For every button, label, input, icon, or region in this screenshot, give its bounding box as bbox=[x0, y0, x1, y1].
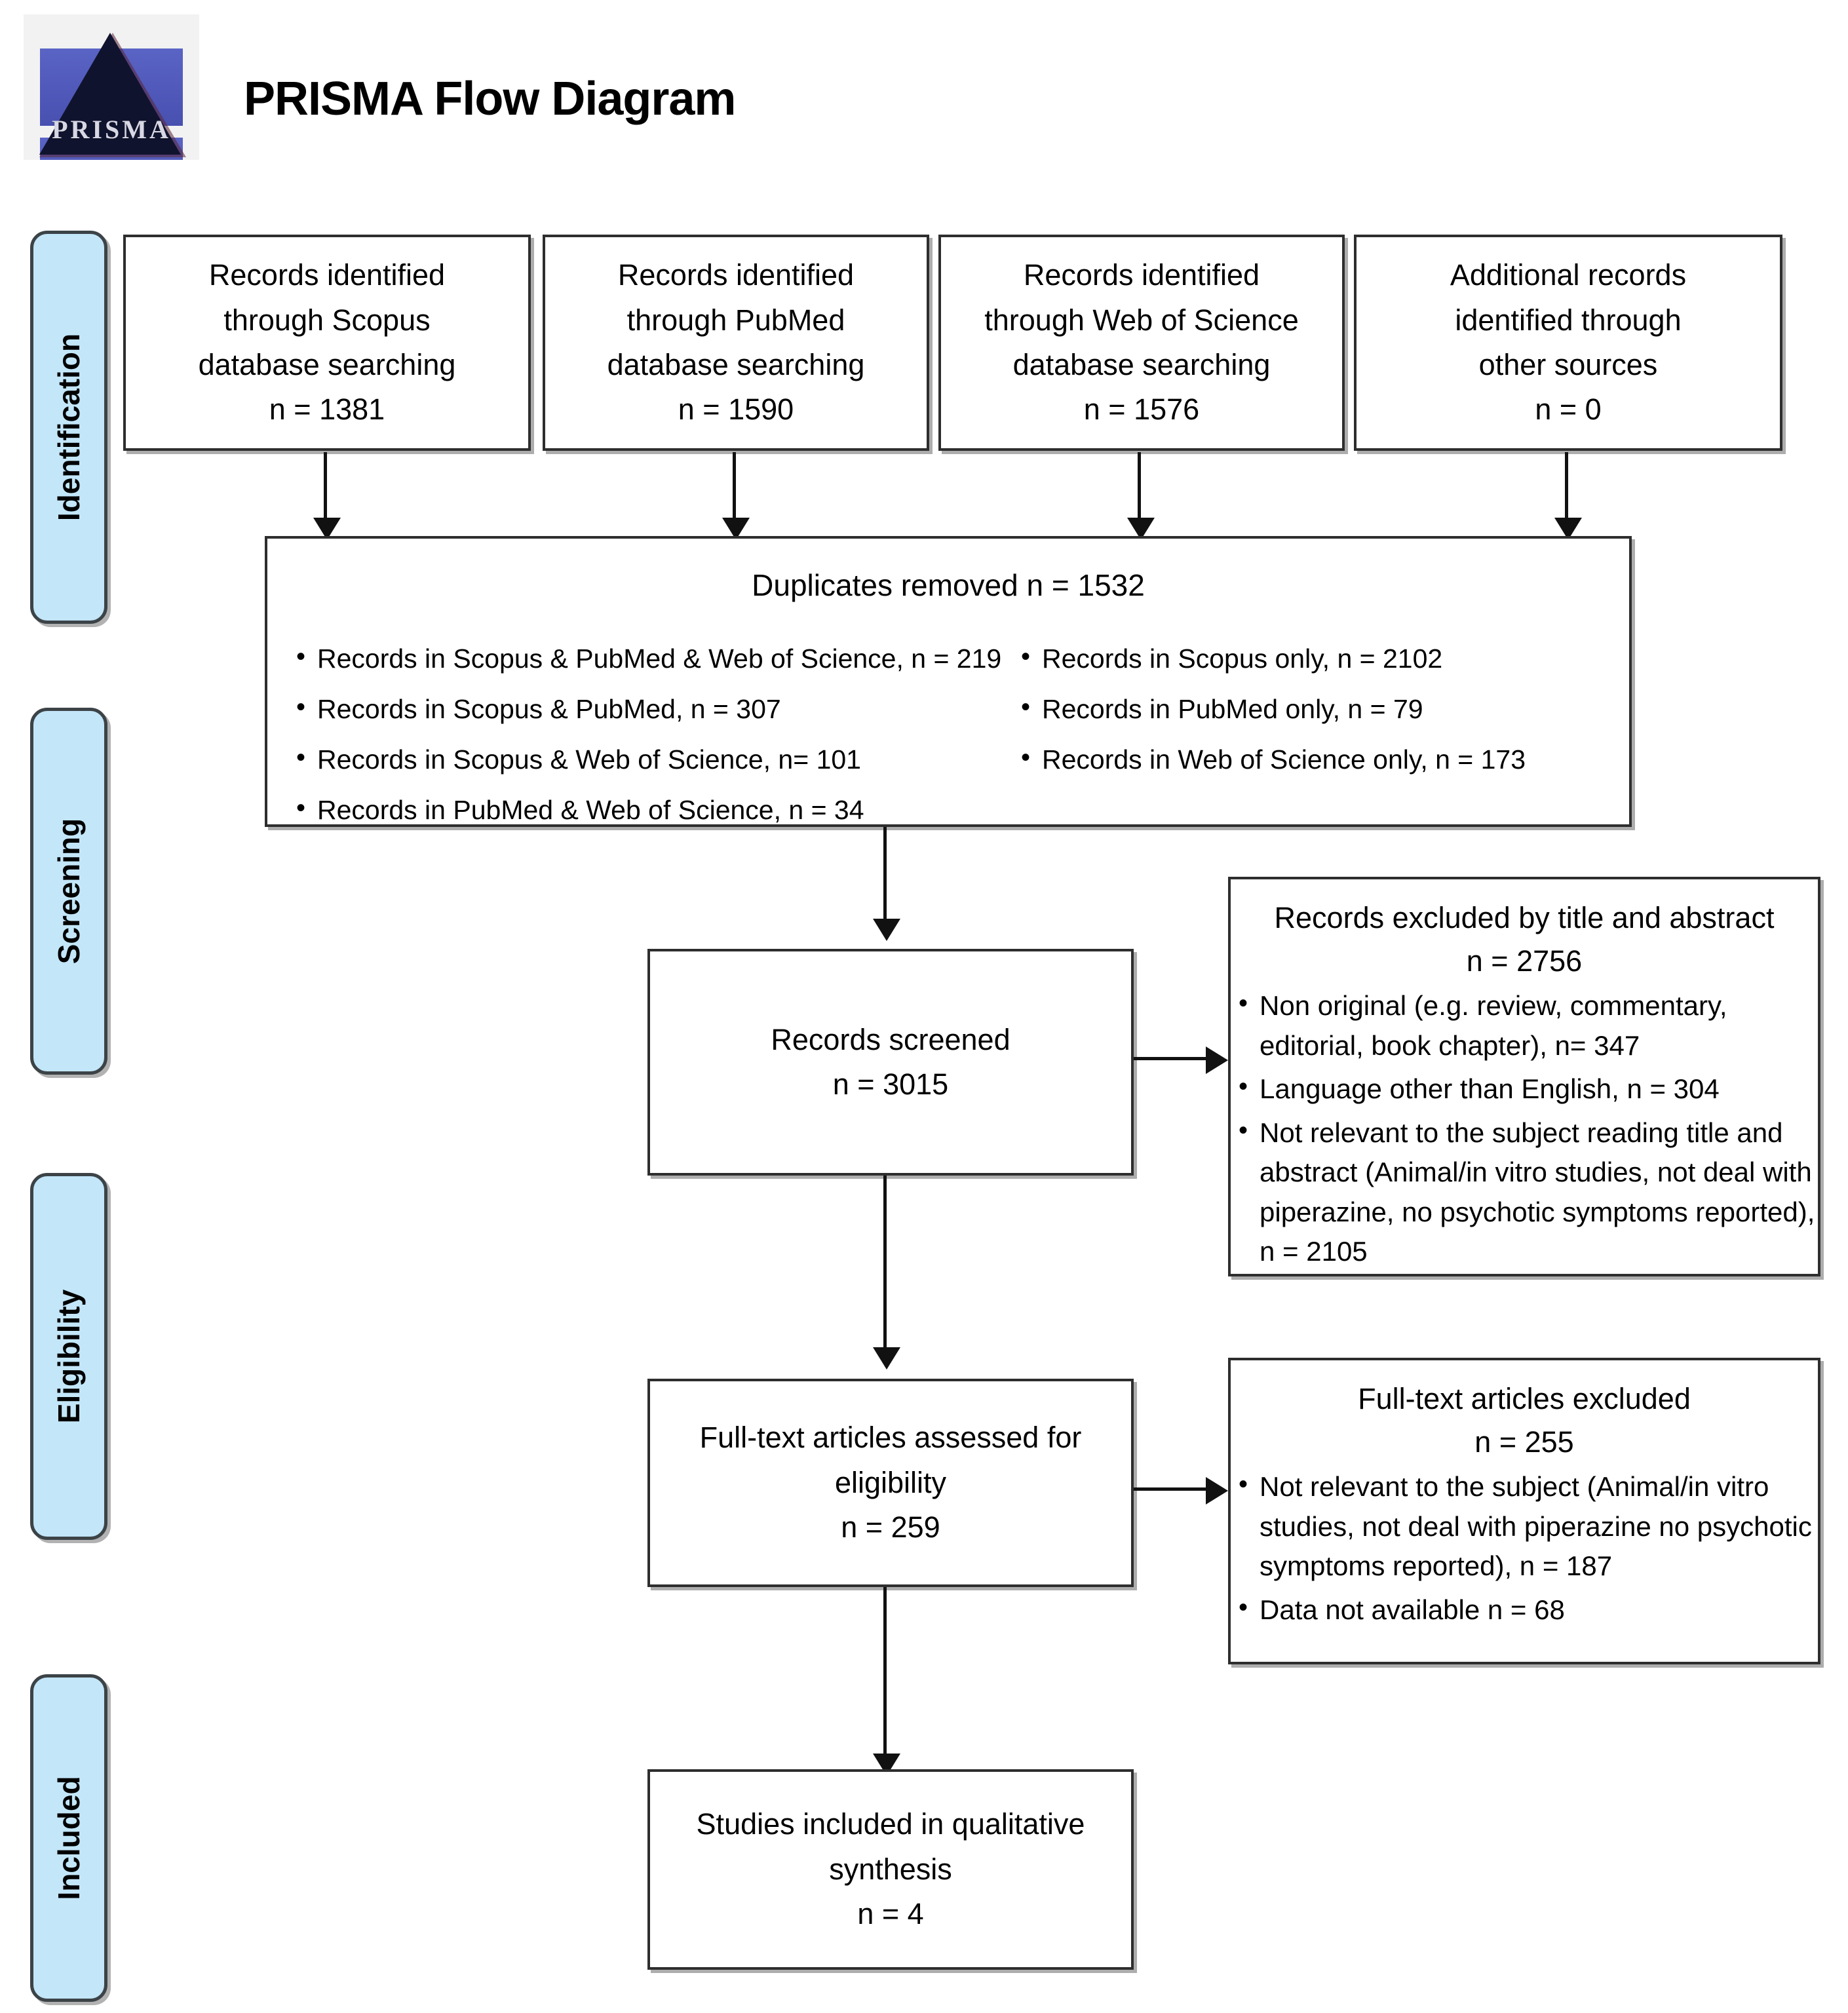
stage-label-screening: Screening bbox=[30, 708, 107, 1075]
scopus-count: n = 1381 bbox=[269, 393, 385, 427]
pubmed-line1: Records identified bbox=[617, 258, 855, 292]
list-item: Records in Scopus & PubMed & Web of Scie… bbox=[288, 638, 1009, 678]
excluded-ta-title: Records excluded by title and abstract bbox=[1274, 901, 1775, 934]
list-item: Language other than English, n = 304 bbox=[1231, 1068, 1818, 1109]
other-line3: other sources bbox=[1478, 348, 1658, 381]
arrowhead-screened-to-excluded bbox=[1206, 1046, 1228, 1074]
fulltext-excluded-count: n = 255 bbox=[1474, 1425, 1574, 1459]
list-item: Not relevant to the subject (Animal/in v… bbox=[1231, 1466, 1818, 1586]
stage-label-included-text: Included bbox=[52, 1776, 86, 1900]
duplicates-removed-box: Duplicates removed n = 1532 Records in S… bbox=[265, 536, 1632, 828]
arrowhead-fulltext-to-excluded bbox=[1206, 1477, 1228, 1505]
list-item: Records in PubMed only, n = 79 bbox=[1013, 689, 1590, 729]
list-item: Records in Web of Science only, n = 173 bbox=[1013, 739, 1590, 779]
pubmed-line2: through PubMed bbox=[626, 303, 845, 337]
excluded-ta-count: n = 2756 bbox=[1466, 944, 1583, 978]
studies-included-box: Studies included in qualitative synthesi… bbox=[647, 1769, 1134, 1970]
studies-included-line2: synthesis bbox=[829, 1852, 952, 1886]
excluded-ta-list: Non original (e.g. review, commentary, e… bbox=[1231, 985, 1818, 1272]
connector-wos-to-duplicates bbox=[1138, 452, 1141, 524]
fulltext-assessed-count: n = 259 bbox=[841, 1510, 940, 1544]
studies-included-count: n = 4 bbox=[857, 1897, 924, 1931]
fulltext-assessed-line2: eligibility bbox=[834, 1465, 947, 1499]
wos-line2: through Web of Science bbox=[984, 303, 1299, 337]
connector-pubmed-to-duplicates bbox=[733, 452, 736, 524]
identification-box-pubmed: Records identified through PubMed databa… bbox=[543, 235, 929, 451]
list-item: Data not available n = 68 bbox=[1231, 1589, 1818, 1630]
duplicates-right-list: Records in Scopus only, n = 2102 Records… bbox=[1013, 638, 1590, 841]
page-title: PRISMA Flow Diagram bbox=[244, 73, 736, 125]
identification-box-web-of-science: Records identified through Web of Scienc… bbox=[938, 235, 1345, 451]
logo-wordmark: PRISMA bbox=[52, 115, 171, 144]
other-line2: identified through bbox=[1455, 303, 1682, 337]
list-item: Records in Scopus & PubMed, n = 307 bbox=[288, 689, 1009, 729]
scopus-line2: through Scopus bbox=[223, 303, 431, 337]
scopus-line3: database searching bbox=[198, 348, 456, 381]
prisma-logo: PRISMA bbox=[24, 14, 199, 160]
list-item: Non original (e.g. review, commentary, e… bbox=[1231, 985, 1818, 1065]
arrowhead-screened-to-fulltext bbox=[873, 1347, 900, 1370]
stage-label-eligibility-text: Eligibility bbox=[52, 1289, 86, 1424]
duplicates-removed-title: Duplicates removed n = 1532 bbox=[752, 568, 1145, 602]
fulltext-excluded-box: Full-text articles excluded n = 255 Not … bbox=[1228, 1358, 1820, 1664]
stage-label-identification-text: Identification bbox=[52, 333, 86, 522]
connector-scopus-to-duplicates bbox=[324, 452, 327, 524]
list-item: Records in Scopus & Web of Science, n= 1… bbox=[288, 739, 1009, 779]
list-item: Records in Scopus only, n = 2102 bbox=[1013, 638, 1590, 678]
stage-label-included: Included bbox=[30, 1674, 107, 2002]
connector-fulltext-to-included bbox=[883, 1587, 887, 1759]
connector-duplicates-to-screened bbox=[883, 827, 887, 925]
records-screened-label: Records screened bbox=[771, 1022, 1011, 1056]
fulltext-excluded-list: Not relevant to the subject (Animal/in v… bbox=[1231, 1466, 1818, 1630]
arrowhead-duplicates-to-screened bbox=[873, 919, 900, 941]
stage-label-eligibility: Eligibility bbox=[30, 1173, 107, 1540]
identification-box-other-sources: Additional records identified through ot… bbox=[1354, 235, 1782, 451]
connector-screened-to-fulltext bbox=[883, 1176, 887, 1352]
scopus-line1: Records identified bbox=[208, 258, 446, 292]
records-excluded-title-abstract-box: Records excluded by title and abstract n… bbox=[1228, 877, 1820, 1276]
connector-other-to-duplicates bbox=[1565, 452, 1568, 524]
other-line1: Additional records bbox=[1450, 258, 1687, 292]
connector-screened-to-excluded bbox=[1134, 1057, 1207, 1060]
pubmed-count: n = 1590 bbox=[678, 393, 794, 427]
fulltext-excluded-title: Full-text articles excluded bbox=[1358, 1382, 1691, 1415]
list-item: Records in PubMed & Web of Science, n = … bbox=[288, 790, 1009, 830]
studies-included-line1: Studies included in qualitative bbox=[696, 1807, 1085, 1841]
records-screened-count: n = 3015 bbox=[832, 1067, 949, 1101]
connector-fulltext-to-excluded bbox=[1134, 1487, 1207, 1491]
fulltext-assessed-box: Full-text articles assessed for eligibil… bbox=[647, 1379, 1134, 1587]
fulltext-assessed-line1: Full-text articles assessed for bbox=[699, 1421, 1082, 1455]
records-screened-box: Records screened n = 3015 bbox=[647, 949, 1134, 1176]
other-count: n = 0 bbox=[1535, 393, 1602, 427]
wos-count: n = 1576 bbox=[1083, 393, 1200, 427]
pubmed-line3: database searching bbox=[607, 348, 865, 381]
stage-label-identification: Identification bbox=[30, 231, 107, 624]
list-item: Not relevant to the subject reading titl… bbox=[1231, 1112, 1818, 1272]
identification-box-scopus: Records identified through Scopus databa… bbox=[123, 235, 531, 451]
wos-line3: database searching bbox=[1012, 348, 1271, 381]
logo-pyramid-icon bbox=[39, 33, 181, 155]
duplicates-left-list: Records in Scopus & PubMed & Web of Scie… bbox=[288, 638, 1009, 841]
stage-label-screening-text: Screening bbox=[52, 818, 86, 965]
wos-line1: Records identified bbox=[1023, 258, 1260, 292]
